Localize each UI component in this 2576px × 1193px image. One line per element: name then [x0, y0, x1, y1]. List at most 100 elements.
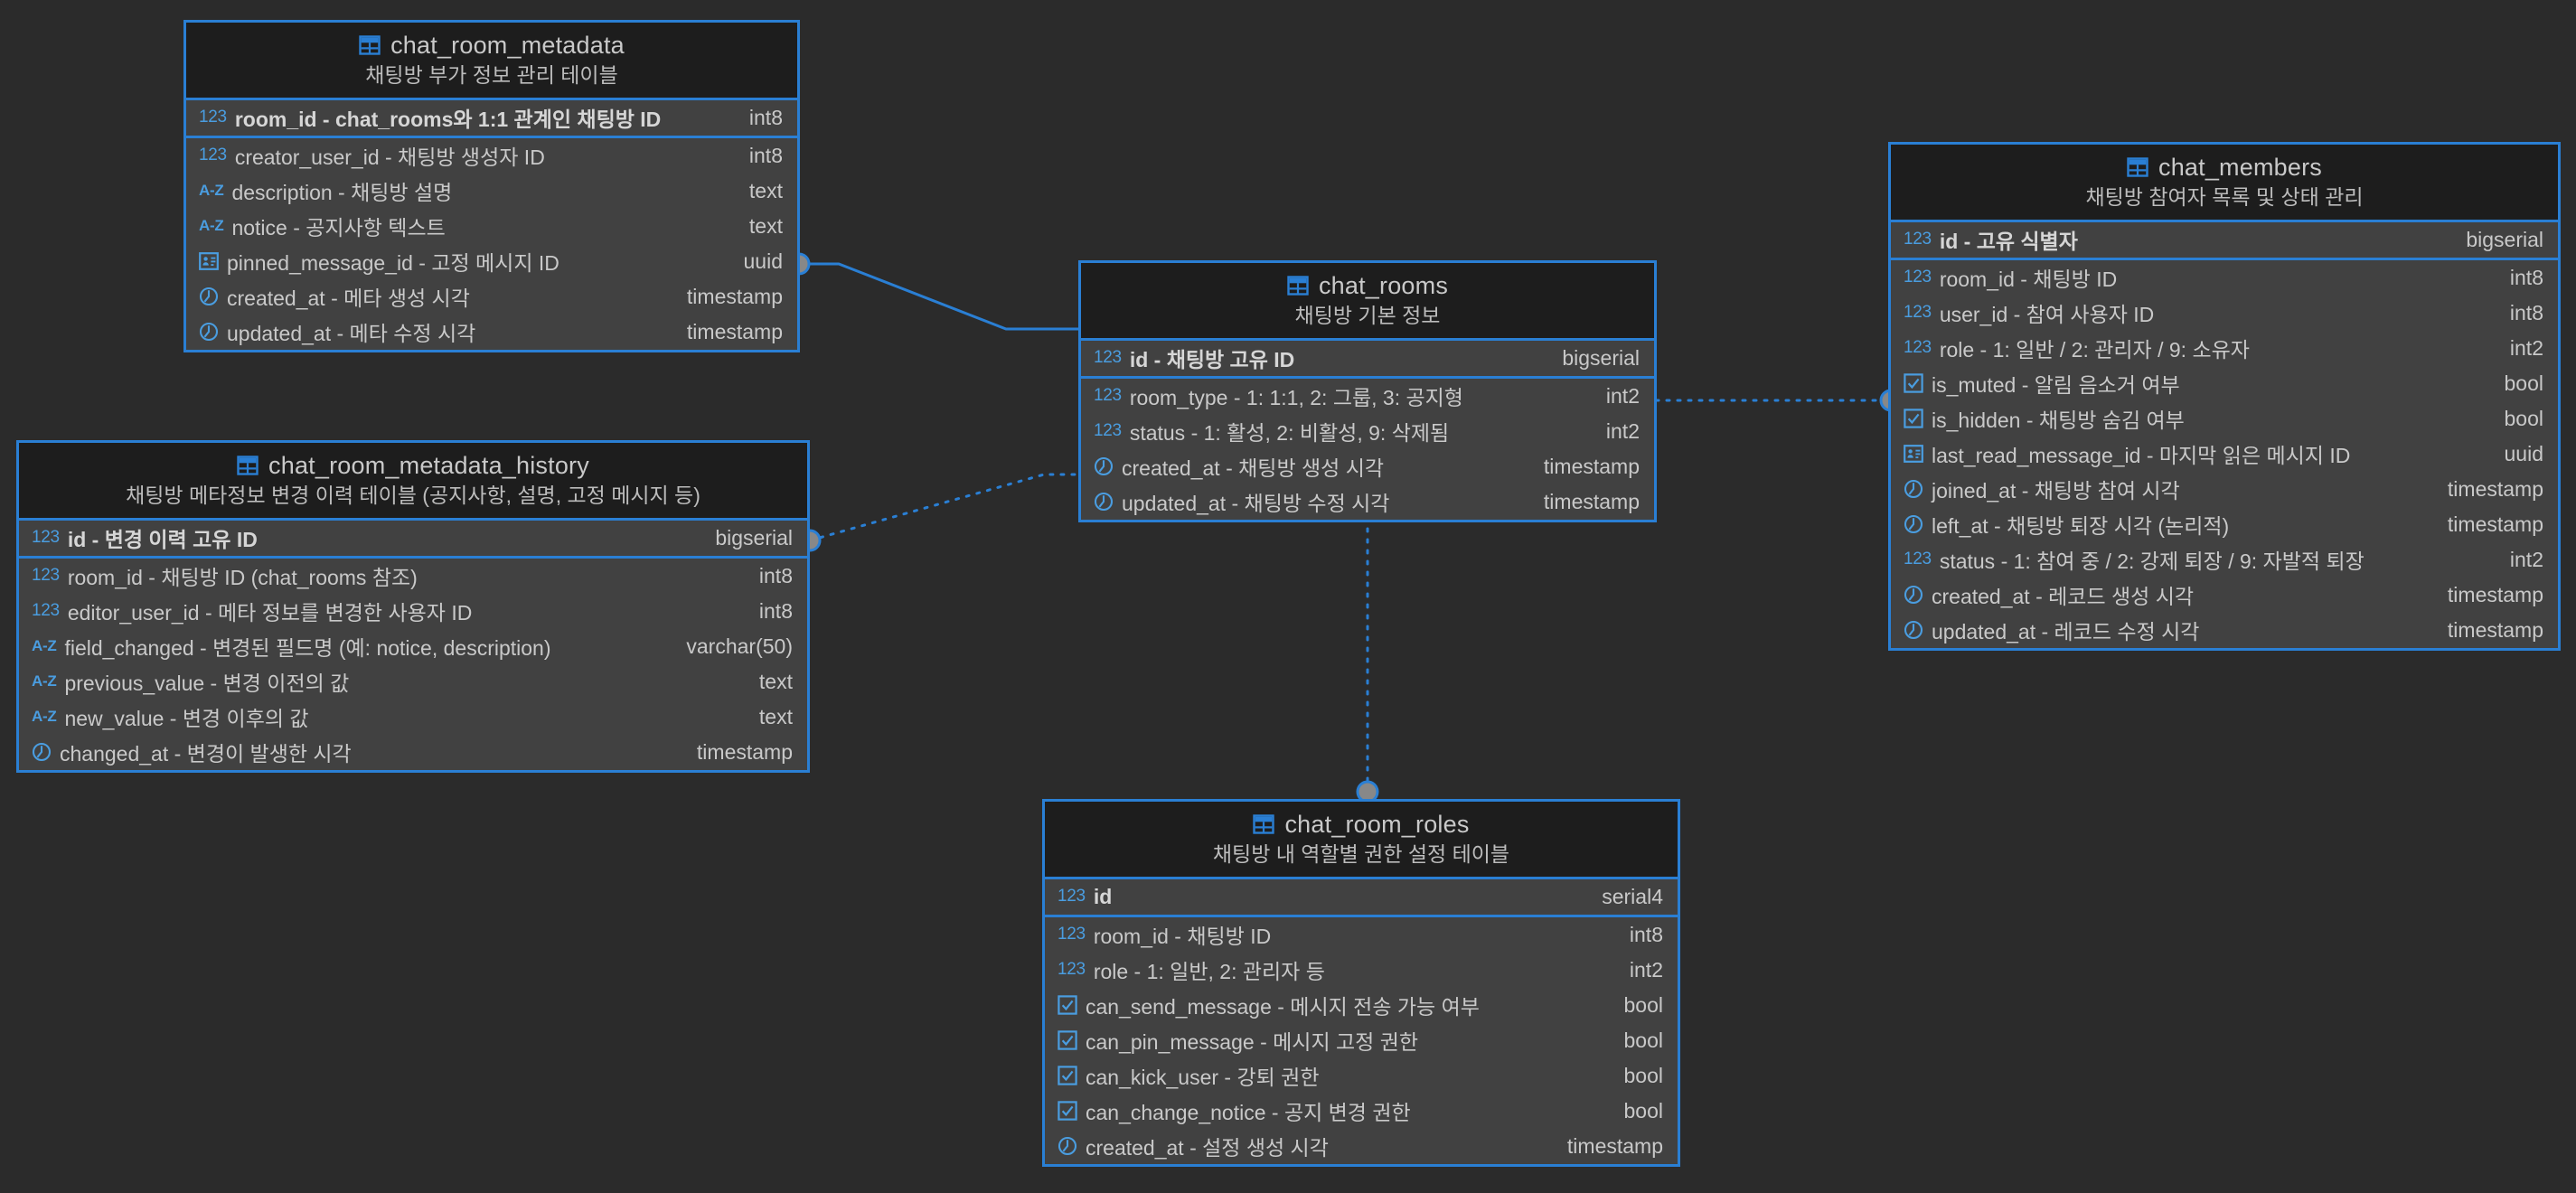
- columns-section: 123 room_id - 채팅방 ID (chat_rooms 참조) int…: [19, 559, 807, 770]
- table-header: chat_rooms 채팅방 기본 정보: [1081, 263, 1654, 341]
- column-name: room_id - 채팅방 ID: [1939, 268, 2118, 292]
- table-row[interactable]: created_at - 채팅방 생성 시각 timestamp: [1081, 449, 1654, 484]
- column-name: created_at - 레코드 생성 시각: [1932, 585, 2195, 609]
- column-name: joined_at - 채팅방 참여 시각: [1932, 479, 2180, 503]
- number-icon: 123: [1058, 887, 1086, 906]
- column-name: can_pin_message - 메시지 고정 권한: [1086, 1030, 1419, 1055]
- column-name: can_send_message - 메시지 전송 가능 여부: [1086, 995, 1480, 1019]
- table-row[interactable]: 123 editor_user_id - 메타 정보를 변경한 사용자 ID i…: [19, 594, 807, 629]
- table-row[interactable]: 123 room_id - 채팅방 ID int8: [1891, 260, 2558, 296]
- table-row[interactable]: created_at - 레코드 생성 시각 timestamp: [1891, 578, 2558, 613]
- table-name-text: chat_room_roles: [1284, 811, 1470, 838]
- columns-section: 123 room_type - 1: 1:1, 2: 그룹, 3: 공지형 in…: [1081, 379, 1654, 520]
- clock-icon: [199, 287, 219, 306]
- clock-icon: [1904, 514, 1923, 534]
- table-row[interactable]: 123 id - 채팅방 고유 ID bigserial: [1081, 341, 1654, 376]
- text-icon: A-Z: [199, 217, 224, 235]
- table-chat_room_metadata[interactable]: chat_room_metadata 채팅방 부가 정보 관리 테이블 123 …: [183, 20, 800, 352]
- table-grid-icon: [1287, 276, 1309, 296]
- columns-section: 123 creator_user_id - 채팅방 생성자 ID int8 A-…: [186, 138, 797, 350]
- table-row[interactable]: 123 creator_user_id - 채팅방 생성자 ID int8: [186, 138, 797, 174]
- relation-rooms-to-members: [1654, 389, 1903, 412]
- number-icon: 123: [1904, 550, 1932, 569]
- column-type: timestamp: [686, 319, 783, 343]
- table-row[interactable]: A-Z new_value - 변경 이후의 값 text: [19, 700, 807, 735]
- table-row[interactable]: last_read_message_id - 마지막 읽은 메시지 ID uui…: [1891, 437, 2558, 472]
- column-type: bool: [2504, 371, 2543, 395]
- table-title: chat_room_roles: [1045, 811, 1678, 838]
- table-row[interactable]: 123 role - 1: 일반, 2: 관리자 등 int2: [1045, 953, 1678, 988]
- column-name: room_id - 채팅방 ID (chat_rooms 참조): [67, 566, 418, 590]
- number-icon: 123: [32, 601, 60, 621]
- table-row[interactable]: can_change_notice - 공지 변경 권한 bool: [1045, 1094, 1678, 1129]
- table-chat_room_metadata_history[interactable]: chat_room_metadata_history 채팅방 메타정보 변경 이…: [16, 440, 810, 773]
- table-row[interactable]: left_at - 채팅방 퇴장 시각 (논리적) timestamp: [1891, 507, 2558, 542]
- column-type: bool: [2504, 406, 2543, 430]
- table-chat_rooms[interactable]: chat_rooms 채팅방 기본 정보 123 id - 채팅방 고유 ID …: [1078, 260, 1657, 522]
- table-chat_members[interactable]: chat_members 채팅방 참여자 목록 및 상태 관리 123 id -…: [1888, 142, 2561, 651]
- table-row[interactable]: created_at - 메타 생성 시각 timestamp: [186, 279, 797, 315]
- clock-icon: [32, 742, 52, 762]
- table-row[interactable]: is_hidden - 채팅방 숨김 여부 bool: [1891, 401, 2558, 437]
- table-row[interactable]: 123 role - 1: 일반 / 2: 관리자 / 9: 소유자 int2: [1891, 331, 2558, 366]
- table-comment: 채팅방 기본 정보: [1294, 304, 1441, 328]
- table-row[interactable]: 123 status - 1: 활성, 2: 비활성, 9: 삭제됨 int2: [1081, 414, 1654, 449]
- table-row[interactable]: 123 room_type - 1: 1:1, 2: 그룹, 3: 공지형 in…: [1081, 379, 1654, 414]
- table-row[interactable]: 123 room_id - chat_rooms와 1:1 관계인 채팅방 ID…: [186, 100, 797, 136]
- table-row[interactable]: is_muted - 알림 음소거 여부 bool: [1891, 366, 2558, 401]
- table-row[interactable]: updated_at - 채팅방 수정 시각 timestamp: [1081, 484, 1654, 520]
- table-row[interactable]: can_send_message - 메시지 전송 가능 여부 bool: [1045, 988, 1678, 1023]
- table-row[interactable]: 123 id - 변경 이력 고유 ID bigserial: [19, 521, 807, 556]
- table-row[interactable]: joined_at - 채팅방 참여 시각 timestamp: [1891, 472, 2558, 507]
- column-name: user_id - 참여 사용자 ID: [1939, 303, 2155, 327]
- column-type: int8: [2509, 265, 2543, 289]
- table-header: chat_members 채팅방 참여자 목록 및 상태 관리: [1891, 145, 2558, 222]
- table-row[interactable]: created_at - 설정 생성 시각 timestamp: [1045, 1129, 1678, 1164]
- uuid-card-icon: [1904, 445, 1923, 464]
- relation-history-to-rooms: [798, 473, 1083, 552]
- columns-section: 123 room_id - 채팅방 ID int8 123 user_id - …: [1891, 260, 2558, 648]
- table-row[interactable]: can_kick_user - 강퇴 권한 bool: [1045, 1058, 1678, 1094]
- table-row[interactable]: 123 id serial4: [1045, 879, 1678, 915]
- column-name: can_change_notice - 공지 변경 권한: [1086, 1101, 1411, 1125]
- table-row[interactable]: 123 user_id - 참여 사용자 ID int8: [1891, 296, 2558, 331]
- column-name: updated_at - 메타 수정 시각: [227, 322, 476, 346]
- column-name: last_read_message_id - 마지막 읽은 메시지 ID: [1932, 444, 2351, 468]
- table-row[interactable]: can_pin_message - 메시지 고정 권한 bool: [1045, 1023, 1678, 1058]
- table-row[interactable]: 123 room_id - 채팅방 ID (chat_rooms 참조) int…: [19, 559, 807, 594]
- bool-check-icon: [1058, 1066, 1077, 1085]
- table-row[interactable]: A-Z field_changed - 변경된 필드명 (예: notice, …: [19, 629, 807, 664]
- table-row[interactable]: changed_at - 변경이 발생한 시각 timestamp: [19, 735, 807, 770]
- column-name: id - 고유 식별자: [1939, 230, 2078, 254]
- clock-icon: [1058, 1136, 1077, 1156]
- column-type: uuid: [743, 249, 783, 273]
- clock-icon: [1094, 456, 1114, 476]
- table-row[interactable]: updated_at - 레코드 수정 시각 timestamp: [1891, 613, 2558, 648]
- table-comment: 채팅방 부가 정보 관리 테이블: [365, 63, 618, 88]
- table-row[interactable]: 123 status - 1: 참여 중 / 2: 강제 퇴장 / 9: 자발적…: [1891, 542, 2558, 578]
- table-chat_room_roles[interactable]: chat_room_roles 채팅방 내 역할별 권한 설정 테이블 123 …: [1042, 799, 1680, 1167]
- table-grid-icon: [359, 35, 381, 55]
- column-type: text: [748, 178, 783, 202]
- clock-icon: [1904, 479, 1923, 499]
- table-row[interactable]: A-Z previous_value - 변경 이전의 값 text: [19, 664, 807, 700]
- table-comment: 채팅방 참여자 목록 및 상태 관리: [2085, 185, 2364, 210]
- table-row[interactable]: 123 id - 고유 식별자 bigserial: [1891, 222, 2558, 258]
- table-row[interactable]: A-Z notice - 공지사항 텍스트 text: [186, 209, 797, 244]
- column-type: timestamp: [696, 739, 793, 764]
- column-name: created_at - 채팅방 생성 시각: [1122, 456, 1385, 481]
- primary-key-section: 123 id - 고유 식별자 bigserial: [1891, 222, 2558, 260]
- number-icon: 123: [1904, 338, 1932, 358]
- table-name-text: chat_room_metadata: [390, 32, 625, 59]
- number-icon: 123: [199, 108, 227, 127]
- table-row[interactable]: pinned_message_id - 고정 메시지 ID uuid: [186, 244, 797, 279]
- column-type: int8: [748, 143, 783, 167]
- column-name: notice - 공지사항 텍스트: [231, 216, 446, 240]
- column-type: timestamp: [1543, 454, 1640, 478]
- table-row[interactable]: updated_at - 메타 수정 시각 timestamp: [186, 315, 797, 350]
- column-name: room_type - 1: 1:1, 2: 그룹, 3: 공지형: [1129, 386, 1463, 410]
- table-row[interactable]: A-Z description - 채팅방 설명 text: [186, 174, 797, 209]
- column-type: int2: [1629, 957, 1663, 982]
- table-row[interactable]: 123 room_id - 채팅방 ID int8: [1045, 917, 1678, 953]
